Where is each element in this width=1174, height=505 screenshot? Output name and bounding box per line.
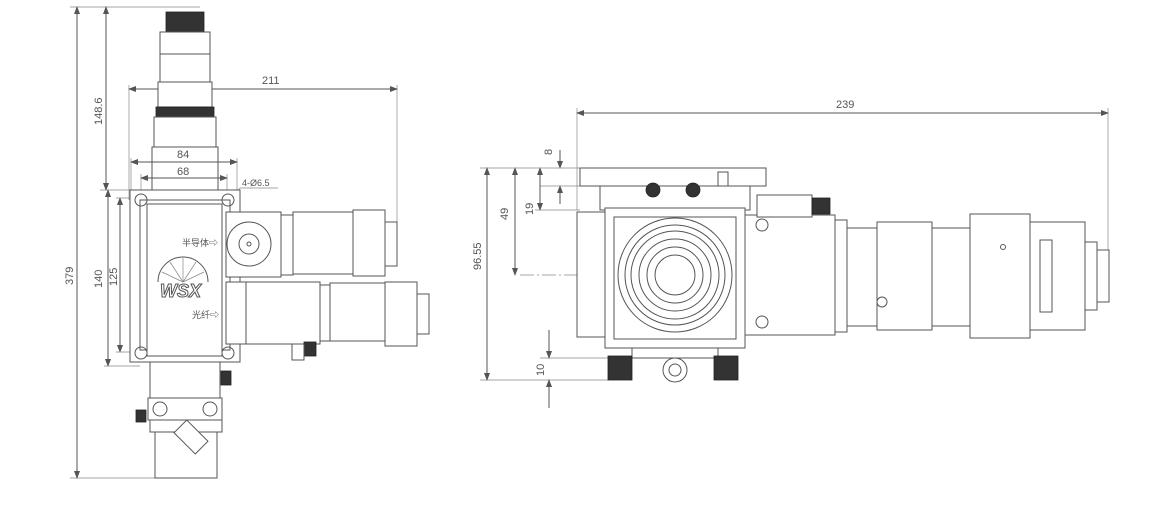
dim-84: 84 [130, 149, 238, 195]
dim-239-label: 239 [836, 99, 854, 111]
bottom-assembly [135, 361, 232, 479]
dim-96-55-label: 96.55 [472, 242, 484, 270]
right-view: 239 8 19 49 96.55 10 [472, 99, 1110, 408]
main-body: WSX 半导体⇨ 光纤⇨ [129, 189, 241, 363]
dim-140: 140 [93, 189, 140, 367]
label-fiber: 光纤⇨ [192, 309, 219, 320]
dim-84-label: 84 [177, 149, 189, 161]
sensor-stack [151, 11, 219, 191]
hole-callout-label: 4-Ø6.5 [242, 178, 270, 188]
semiconductor-module [225, 209, 398, 278]
dim-125-label: 125 [108, 268, 120, 286]
wsx-logo: WSX [157, 256, 209, 302]
fiber-module [225, 281, 430, 361]
dim-10-label: 10 [535, 364, 547, 376]
dim-379: 379 [64, 6, 200, 479]
left-view: 379 148.6 211 4-Ø6.5 140 125 [64, 6, 430, 479]
dim-19: 19 [524, 167, 580, 215]
dim-68-label: 68 [177, 166, 189, 178]
dim-49: 49 [499, 167, 518, 276]
dim-8: 8 [540, 149, 580, 204]
svg-text:WSX: WSX [160, 281, 202, 301]
dim-239: 239 [576, 99, 1109, 250]
bottom-knobs [607, 347, 739, 383]
dim-148-6-label: 148.6 [93, 97, 105, 125]
dim-19-label: 19 [524, 203, 536, 215]
dim-49-label: 49 [499, 208, 511, 220]
label-semiconductor: 半导体⇨ [182, 237, 218, 248]
dim-140-label: 140 [93, 270, 105, 288]
side-tube [744, 194, 1110, 339]
dim-211-label: 211 [262, 75, 280, 87]
dim-96-55: 96.55 [472, 167, 610, 381]
dim-10: 10 [535, 330, 610, 408]
top-plate [579, 167, 767, 211]
dim-8-label: 8 [543, 149, 555, 155]
dim-379-label: 379 [64, 267, 76, 285]
front-housing [576, 207, 746, 349]
